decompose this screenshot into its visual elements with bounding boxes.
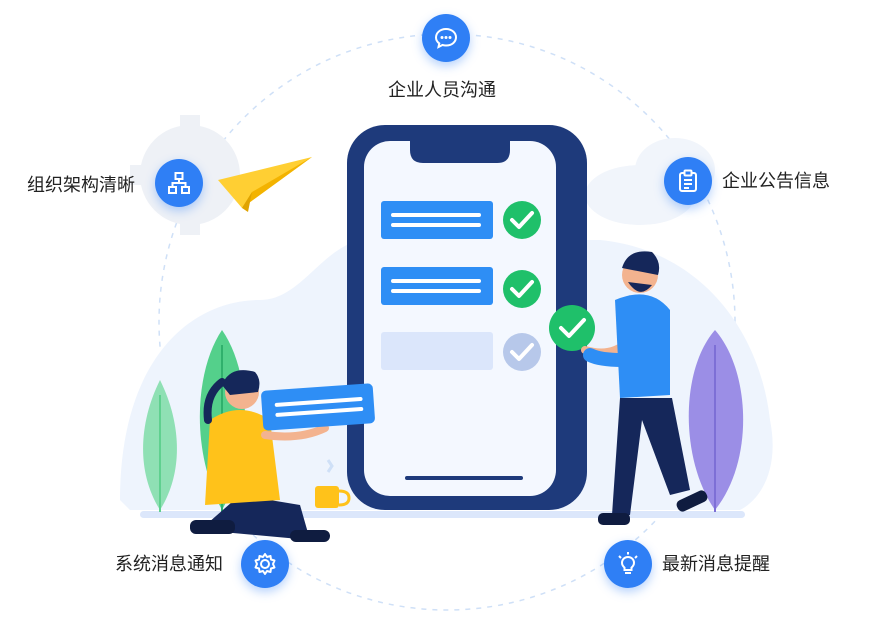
feature-label-notification: 系统消息通知 bbox=[115, 554, 223, 575]
lightbulb-icon[interactable] bbox=[604, 540, 652, 588]
phone-message-row-1 bbox=[381, 201, 541, 239]
feature-label-communication: 企业人员沟通 bbox=[388, 80, 496, 101]
clipboard-icon[interactable] bbox=[664, 157, 712, 205]
chat-bubble-icon[interactable] bbox=[422, 14, 470, 62]
feature-label-org-structure: 组织架构清晰 bbox=[27, 175, 135, 196]
plant-green-left bbox=[143, 380, 177, 512]
feature-label-announcement: 企业公告信息 bbox=[722, 171, 830, 192]
phone-illustration bbox=[347, 125, 587, 510]
phone-message-row-3 bbox=[381, 332, 541, 371]
man-figure bbox=[549, 251, 708, 525]
plant-purple-right bbox=[688, 330, 744, 512]
org-chart-icon[interactable] bbox=[155, 159, 203, 207]
gear-icon[interactable] bbox=[241, 540, 289, 588]
coffee-cup bbox=[315, 486, 351, 508]
woman-figure bbox=[190, 370, 375, 542]
sparkle-decoration bbox=[326, 459, 334, 473]
phone-message-row-2 bbox=[381, 267, 541, 308]
feature-label-reminder: 最新消息提醒 bbox=[662, 554, 770, 575]
paper-plane-icon bbox=[218, 157, 312, 212]
